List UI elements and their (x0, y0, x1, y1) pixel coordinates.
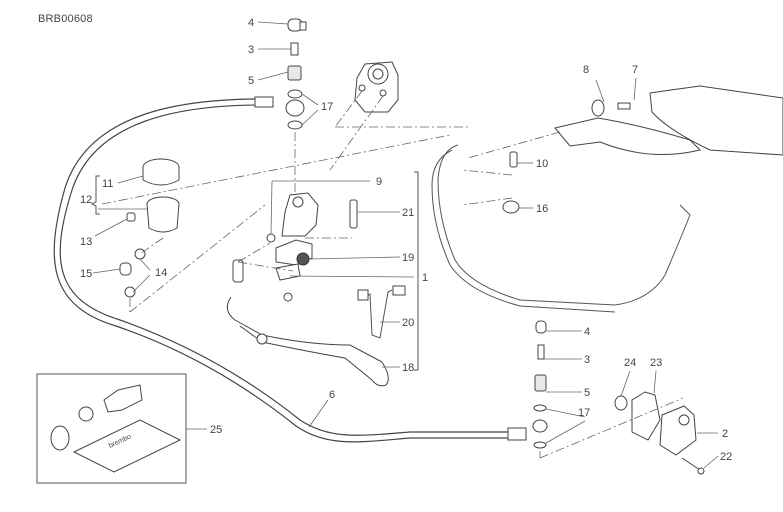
callout-20[interactable]: 20 (402, 317, 414, 329)
switch-cable-20 (364, 289, 393, 339)
clutch-hose[interactable] (53, 96, 527, 443)
screw-7 (617, 102, 631, 110)
reference-code: BRB00608 (38, 13, 93, 25)
gasket-23 (631, 391, 661, 441)
handlebar-grip (649, 85, 783, 156)
hose-ferrule-bottom (507, 427, 527, 441)
callout-18[interactable]: 18 (402, 362, 414, 374)
callout-1[interactable]: 1 (422, 272, 428, 284)
connector-15 (119, 262, 132, 276)
clutch-lever-18 (226, 296, 389, 387)
hose-clamp-14-top (134, 248, 146, 260)
callout-22[interactable]: 22 (720, 451, 732, 463)
bracket-12 (90, 175, 100, 215)
washer-17-top-b (287, 120, 303, 130)
bleed-cap-tab (299, 21, 307, 31)
kit-instruction-sheet (72, 419, 182, 473)
callout-8[interactable]: 8 (583, 64, 589, 76)
handlebar-lever-mount (554, 117, 701, 155)
leader-lines (92, 21, 719, 469)
callout-7[interactable]: 7 (632, 64, 638, 76)
callout-5-bottom[interactable]: 5 (584, 387, 590, 399)
callout-23[interactable]: 23 (650, 357, 662, 369)
callout-11[interactable]: 11 (102, 178, 113, 190)
hand-guard (437, 144, 691, 306)
switch-connector-b (392, 285, 406, 296)
hose-clamp-14-bottom (124, 286, 136, 298)
callout-4-top[interactable]: 4 (248, 17, 254, 29)
callout-3-top[interactable]: 3 (248, 44, 254, 56)
lever-master-cylinder[interactable] (226, 171, 419, 387)
bleed-cap-4-bottom (535, 320, 547, 334)
callout-5-top[interactable]: 5 (248, 75, 254, 87)
callout-2[interactable]: 2 (722, 428, 728, 440)
handlebar-area[interactable] (431, 85, 783, 313)
callout-labels: 4 3 5 17 11 12 13 15 14 9 21 19 1 20 18 … (80, 17, 732, 463)
kit-piston (103, 384, 143, 413)
cylinder-body (281, 192, 319, 237)
washer-17-top-a (287, 89, 303, 99)
kit-frame (36, 373, 187, 484)
callout-3-bottom[interactable]: 3 (584, 354, 590, 366)
callout-25[interactable]: 25 (210, 424, 222, 436)
bolt-10 (509, 151, 518, 168)
callout-12[interactable]: 12 (80, 194, 92, 206)
rubber-16 (502, 200, 520, 214)
callout-6[interactable]: 6 (329, 389, 335, 401)
callout-24[interactable]: 24 (624, 357, 636, 369)
callout-9[interactable]: 9 (376, 176, 382, 188)
pivot-bushing-19 (296, 252, 310, 266)
top-banjo-assembly[interactable] (285, 18, 307, 200)
banjo-fitting-bottom (532, 419, 548, 433)
callout-21[interactable]: 21 (402, 207, 414, 219)
callout-10[interactable]: 10 (536, 158, 548, 170)
bushing-8 (591, 99, 605, 117)
slave-cylinder-assembly[interactable] (532, 320, 705, 475)
callout-15[interactable]: 15 (80, 268, 92, 280)
washer-17-bottom-b (533, 441, 547, 449)
callout-17-bottom[interactable]: 17 (578, 407, 590, 419)
callout-19[interactable]: 19 (402, 252, 414, 264)
bleed-valve-3-bottom (537, 344, 545, 360)
kit-seal (50, 425, 70, 451)
clip-13 (126, 212, 136, 222)
banjo-bolt-5-top (287, 65, 302, 81)
banjo-fitting-top (285, 99, 305, 117)
seal-24 (614, 395, 628, 411)
spacer (232, 259, 244, 283)
callout-13[interactable]: 13 (80, 236, 92, 248)
banjo-bolt-5-bottom (534, 374, 547, 392)
bolt-22 (697, 467, 705, 475)
callout-14[interactable]: 14 (155, 267, 167, 279)
callout-17-top[interactable]: 17 (321, 101, 333, 113)
callout-4-bottom[interactable]: 4 (584, 326, 590, 338)
hose-ferrule-top (254, 96, 274, 108)
switch-connector-a (357, 289, 369, 301)
nut-9 (266, 233, 276, 243)
slave-cylinder-2 (659, 405, 697, 456)
repair-kit-box[interactable]: brembo (36, 373, 187, 484)
adjuster-pin-21 (349, 199, 358, 229)
washer-17-bottom-a (533, 404, 547, 412)
reservoir-assembly[interactable] (101, 134, 451, 313)
master-cylinder-top-view (329, 61, 468, 171)
callout-16[interactable]: 16 (536, 203, 548, 215)
kit-circlip (78, 406, 94, 422)
bleed-valve-3-top (290, 42, 299, 56)
